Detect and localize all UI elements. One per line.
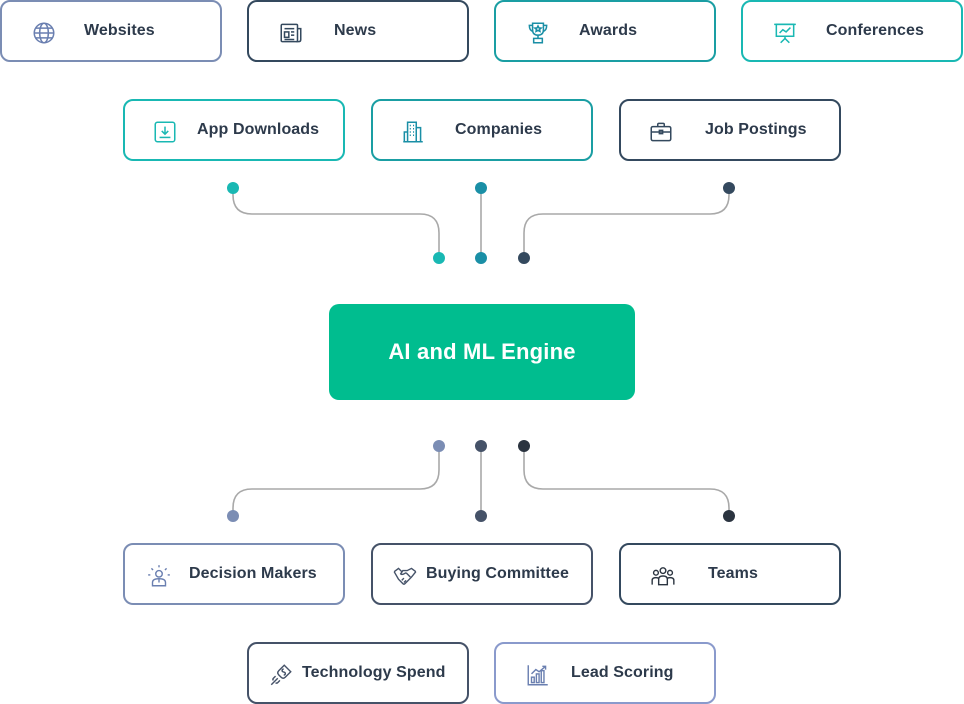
output-label: Lead Scoring: [571, 664, 674, 681]
source-card-conferences: Conferences: [741, 0, 963, 62]
connector-dot: [518, 252, 530, 264]
decision-maker-icon: [145, 562, 173, 590]
connector-dot: [475, 510, 487, 522]
source-card-websites: Websites: [0, 0, 222, 62]
source-card-awards: Awards: [494, 0, 716, 62]
output-label: Technology Spend: [302, 664, 446, 681]
source-card-app-downloads: App Downloads: [123, 99, 345, 161]
globe-icon: [30, 19, 58, 47]
handshake-icon: [391, 562, 419, 590]
output-card-technology-spend: Technology Spend: [247, 642, 469, 704]
connector-dot: [723, 182, 735, 194]
source-label: Companies: [455, 121, 543, 138]
source-label: Awards: [579, 22, 638, 39]
source-label: Websites: [84, 22, 155, 39]
connector-job-postings: [523, 188, 730, 258]
source-card-news: News: [247, 0, 469, 62]
connector-dot: [227, 510, 239, 522]
output-label: Decision Makers: [189, 565, 317, 582]
building-icon: [399, 118, 427, 146]
output-card-decision-makers: Decision Makers: [123, 543, 345, 605]
connector-dot: [433, 252, 445, 264]
tech-spend-icon: [267, 661, 295, 689]
source-label: Conferences: [826, 22, 925, 39]
output-card-buying-committee: Buying Committee: [371, 543, 593, 605]
connector-dot: [723, 510, 735, 522]
output-card-teams: Teams: [619, 543, 841, 605]
connector-dot: [433, 440, 445, 452]
connector-dot: [475, 440, 487, 452]
connector-teams: [523, 446, 730, 516]
source-label: Job Postings: [705, 121, 807, 138]
source-label: News: [334, 22, 377, 39]
briefcase-icon: [647, 118, 675, 146]
connector-dot: [518, 440, 530, 452]
connector-dot: [475, 252, 487, 264]
source-card-job-postings: Job Postings: [619, 99, 841, 161]
engine-label: AI and ML Engine: [388, 339, 576, 364]
output-label: Teams: [708, 565, 759, 582]
download-icon: [151, 118, 179, 146]
connector-dot: [475, 182, 487, 194]
connector-decision-makers: [232, 446, 440, 516]
source-card-companies: Companies: [371, 99, 593, 161]
team-icon: [649, 562, 677, 590]
connector-dot: [227, 182, 239, 194]
ai-ml-engine: AI and ML Engine: [329, 304, 635, 400]
newspaper-icon: [277, 19, 305, 47]
output-card-lead-scoring: Lead Scoring: [494, 642, 716, 704]
output-label: Buying Committee: [426, 565, 569, 582]
trophy-icon: [524, 19, 552, 47]
connector-app-downloads: [232, 188, 440, 258]
bar-chart-icon: [524, 661, 552, 689]
source-label: App Downloads: [197, 121, 320, 138]
presentation-board-icon: [771, 19, 799, 47]
